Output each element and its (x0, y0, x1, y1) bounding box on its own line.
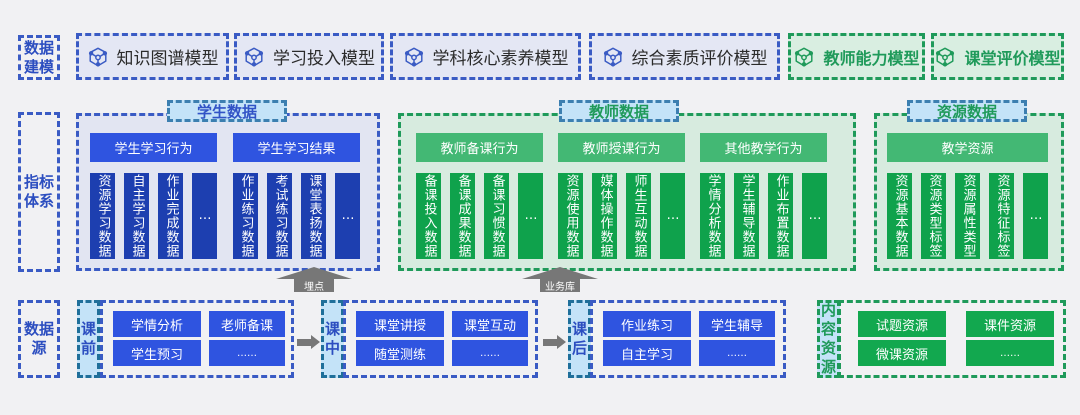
model-card[interactable]: 课堂评价模型 (931, 33, 1064, 80)
source-item: 学生辅导 (699, 311, 775, 337)
indicator-item: 学生辅导数据 (734, 173, 759, 259)
source-item: 微课资源 (858, 340, 946, 366)
resource-data-tag: 资源数据 (907, 100, 1027, 122)
cube-network-icon (87, 46, 109, 68)
source-item: …… (209, 340, 285, 366)
row-label-sources: 数据源 (18, 300, 60, 378)
source-item: 自主学习 (603, 340, 691, 366)
indicator-item: 资源属性类型 (955, 173, 980, 259)
indicator-item: 课堂表扬数据 (301, 173, 326, 259)
phase-label-text: 课中 (324, 320, 340, 357)
indicator-item: … (1023, 173, 1048, 259)
source-item: …… (452, 340, 528, 366)
indicator-item: 资源特征标签 (989, 173, 1014, 259)
indicator-item: 备课投入数据 (416, 173, 441, 259)
source-item: 课堂互动 (452, 311, 528, 337)
model-card[interactable]: 教师能力模型 (788, 33, 925, 80)
source-group-after-class (590, 300, 786, 378)
model-label: 学习投入模型 (273, 49, 375, 69)
cube-network-icon (793, 46, 815, 68)
teacher-data-tag-text: 教师数据 (588, 102, 649, 121)
indicator-item: 备课习惯数据 (484, 173, 509, 259)
indicator-item: 作业练习数据 (233, 173, 258, 259)
indicator-item: … (802, 173, 827, 259)
indicator-category-header: 学生学习结果 (233, 133, 360, 162)
indicator-item: 媒体操作数据 (592, 173, 617, 259)
phase-label-after-class: 课后 (568, 300, 591, 378)
indicator-item: … (192, 173, 217, 259)
model-label: 课堂评价模型 (964, 48, 1061, 68)
cube-network-icon (934, 46, 956, 68)
source-item: 试题资源 (858, 311, 946, 337)
row-label-modeling: 数据建模 (18, 35, 60, 80)
phase-label-text: 课前 (80, 320, 96, 357)
source-group-before-class (100, 300, 294, 378)
indicator-item: 备课成果数据 (450, 173, 475, 259)
model-card[interactable]: 学科核心素养模型 (390, 33, 581, 80)
model-card[interactable]: 学习投入模型 (234, 33, 384, 80)
phase-label-text: 课后 (571, 320, 587, 357)
indicator-item: 资源类型标签 (921, 173, 946, 259)
student-data-tag-text: 学生数据 (196, 102, 257, 121)
business-db-arrow-label: 业务库 (540, 279, 580, 293)
indicator-item: 师生互动数据 (626, 173, 651, 259)
source-item: 老师备课 (209, 311, 285, 337)
source-item: 随堂测练 (356, 340, 444, 366)
indicator-category-header: 其他教学行为 (700, 133, 827, 162)
teacher-data-tag: 教师数据 (559, 100, 679, 122)
cube-network-icon (403, 46, 425, 68)
indicator-item: … (335, 173, 360, 259)
source-group-in-class (343, 300, 538, 378)
row-label-indicators-text: 指标体系 (23, 173, 54, 210)
indicator-category-header: 学生学习行为 (90, 133, 217, 162)
source-item: …… (699, 340, 775, 366)
resource-data-tag-text: 资源数据 (936, 102, 997, 121)
cube-network-icon (243, 46, 265, 68)
phase-label-in-class: 课中 (321, 300, 344, 378)
indicator-item: 资源基本数据 (887, 173, 912, 259)
source-item: 作业练习 (603, 311, 691, 337)
phase-label-before-class: 课前 (77, 300, 100, 378)
indicator-item: 资源使用数据 (558, 173, 583, 259)
right-arrow-icon (543, 335, 566, 349)
business-db-arrow: 业务库 (522, 267, 598, 293)
source-group-content (838, 300, 1066, 378)
row-label-modeling-text: 数据建模 (23, 38, 54, 76)
source-item: …… (966, 340, 1054, 366)
source-item: 课件资源 (966, 311, 1054, 337)
indicator-item: 资源学习数据 (90, 173, 115, 259)
up-arrow-icon (522, 267, 598, 279)
source-item: 学情分析 (113, 311, 201, 337)
model-card[interactable]: 综合素质评价模型 (589, 33, 780, 80)
right-arrow-icon (297, 335, 320, 349)
phase-label-text: 内容资源 (820, 301, 836, 376)
indicator-item: 作业完成数据 (158, 173, 183, 259)
student-data-tag: 学生数据 (167, 100, 287, 122)
indicator-item: 自主学习数据 (124, 173, 149, 259)
indicator-category-header: 教学资源 (887, 133, 1048, 162)
row-label-indicators: 指标体系 (18, 112, 60, 272)
indicator-item: 作业布置数据 (768, 173, 793, 259)
phase-label-content: 内容资源 (817, 300, 840, 378)
tracking-arrow: 埋点 (276, 267, 352, 293)
tracking-arrow-label: 埋点 (294, 279, 334, 293)
model-card[interactable]: 知识图谱模型 (76, 33, 229, 80)
row-label-sources-text: 数据源 (23, 320, 54, 357)
indicator-item: … (660, 173, 685, 259)
cube-network-icon (602, 46, 624, 68)
source-item: 学生预习 (113, 340, 201, 366)
indicator-item: 学情分析数据 (700, 173, 725, 259)
model-label: 知识图谱模型 (116, 49, 219, 69)
model-label: 学科核心素养模型 (432, 49, 569, 69)
indicator-category-header: 教师授课行为 (558, 133, 685, 162)
up-arrow-icon (276, 267, 352, 279)
indicator-category-header: 教师备课行为 (416, 133, 543, 162)
model-label: 教师能力模型 (823, 48, 920, 68)
source-item: 课堂讲授 (356, 311, 444, 337)
indicator-item: 考试练习数据 (267, 173, 292, 259)
indicator-item: … (518, 173, 543, 259)
model-label: 综合素质评价模型 (631, 49, 768, 69)
